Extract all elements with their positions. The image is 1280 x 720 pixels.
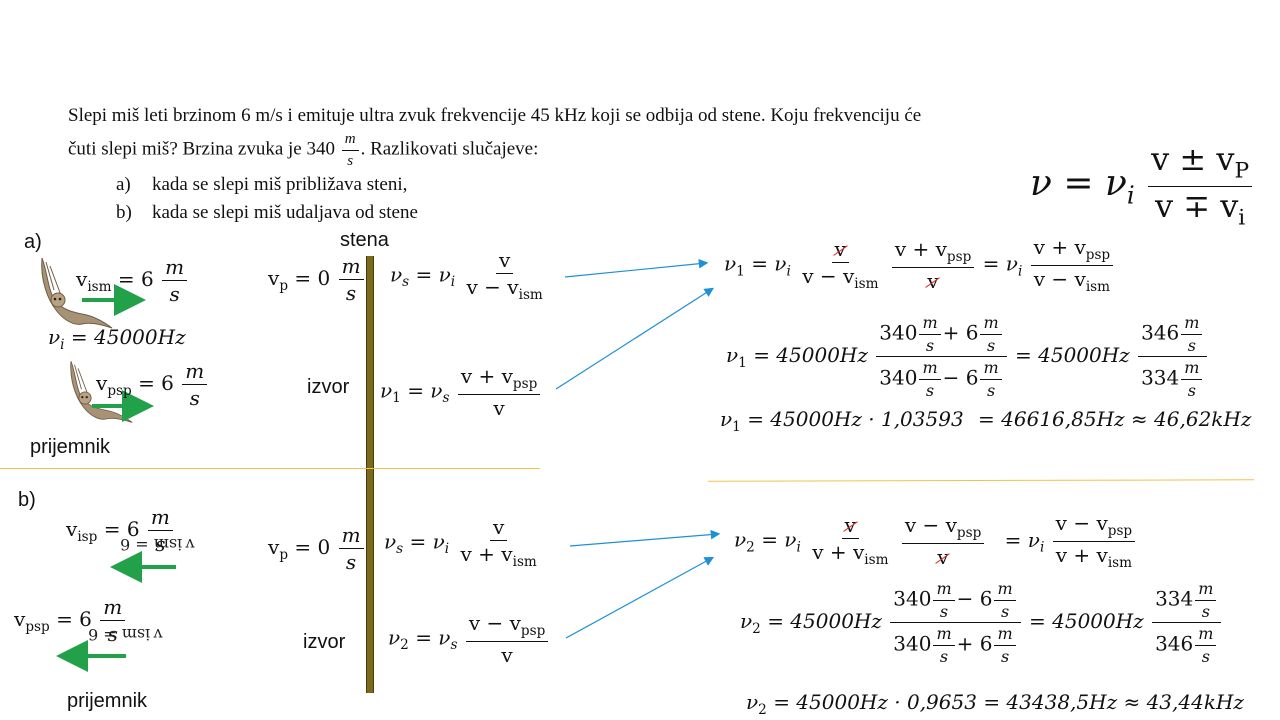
blue-arrow (555, 287, 715, 390)
blue-arrow (565, 556, 715, 639)
eq-nu-i: νi = 45000Hz (48, 325, 186, 353)
problem-statement: Slepi miš leti brzinom 6 m/s i emituje u… (68, 101, 1218, 169)
case-b-item: b)kada se slepi miš udaljava od stene (116, 202, 418, 223)
problem-line-1: Slepi miš leti brzinom 6 m/s i emituje u… (68, 105, 922, 126)
mirrored-text: v ism = 6 (120, 535, 195, 554)
wall-stena (366, 256, 374, 693)
label-case-a: a) (24, 231, 42, 253)
label-stena: stena (340, 229, 389, 251)
eq-a-result-3: ν1 = 45000Hz · 1,03593 = 46616,85Hz ≈ 46… (720, 407, 1252, 435)
label-izvor-a: izvor (307, 376, 350, 398)
label-prijemnik-a: prijemnik (30, 436, 111, 458)
mirrored-text: v ism = 6 (88, 625, 163, 644)
blue-arrow (569, 529, 721, 547)
label-prijemnik-b: prijemnik (67, 690, 148, 712)
separator-left (0, 468, 540, 469)
label-izvor-b: izvor (303, 631, 346, 653)
label-case-b: b) (18, 489, 36, 511)
bat-icon (70, 361, 133, 423)
case-a-item: a)kada se slepi miš približava steni, (116, 174, 408, 195)
blue-arrow (564, 258, 709, 278)
eq-b-result-3: ν2 = 45000Hz · 0,9653 = 43438,5Hz ≈ 43,4… (746, 690, 1244, 718)
bat-icon (41, 257, 113, 329)
